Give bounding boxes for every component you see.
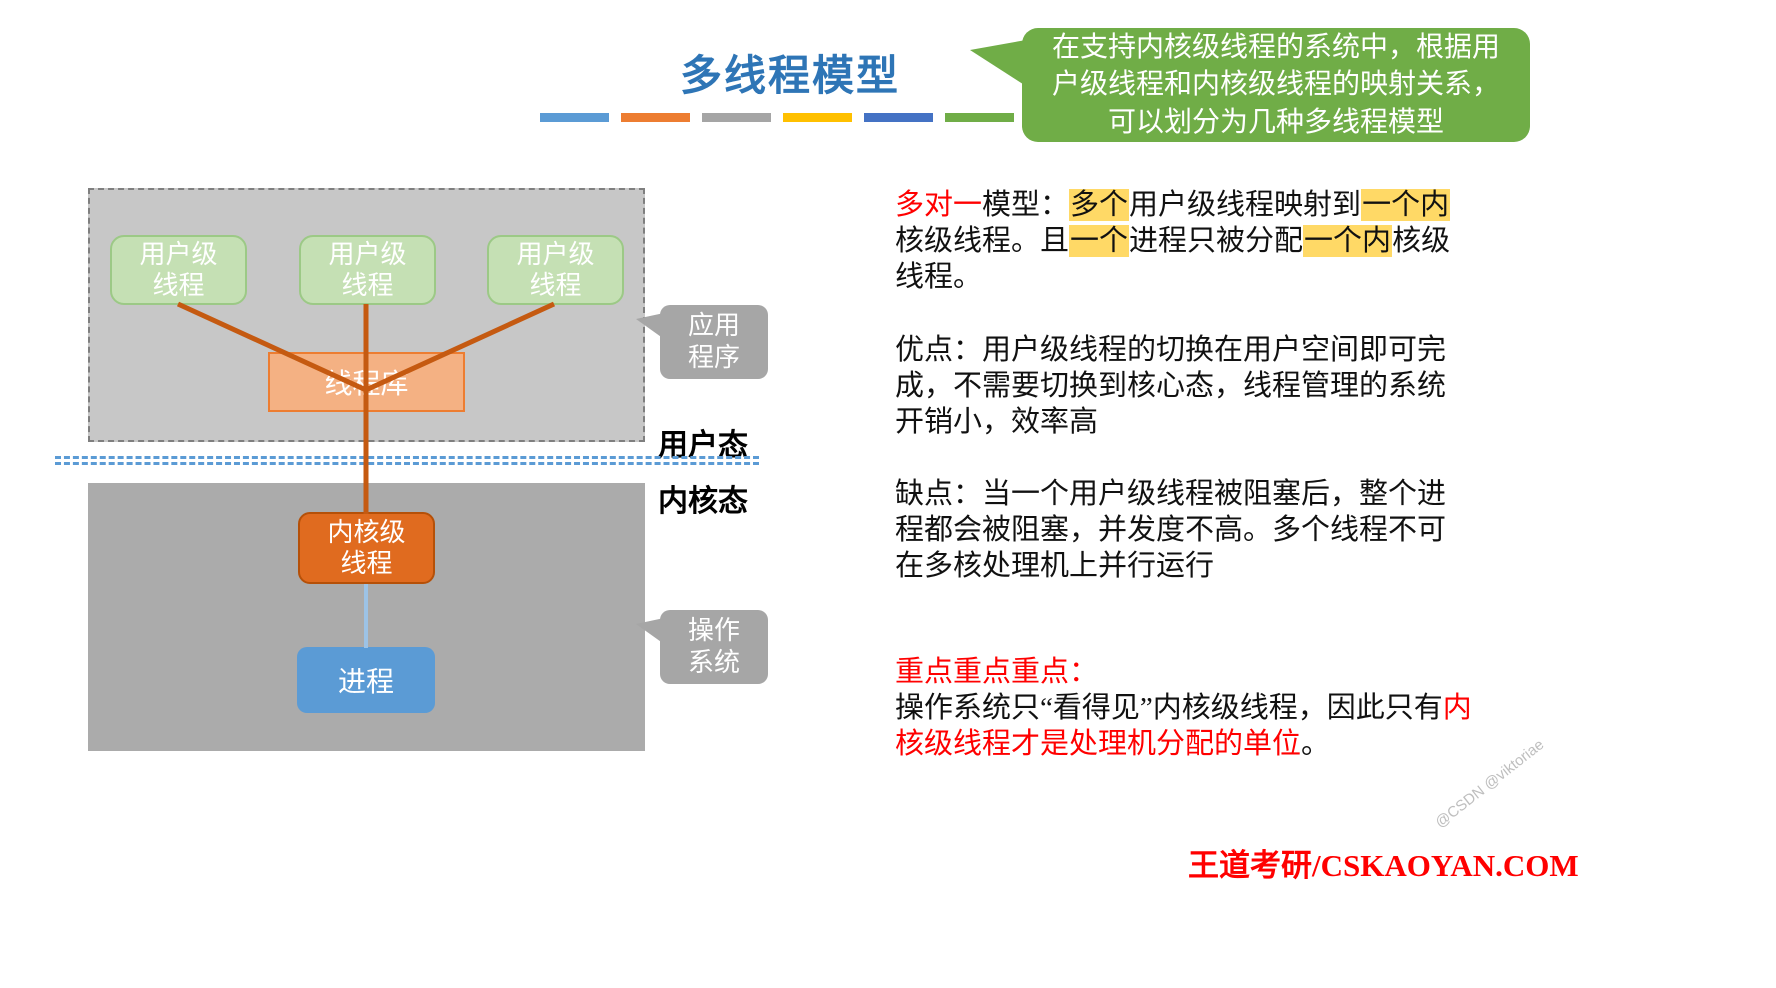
application-callout-text: 应用 程序 [687,310,740,373]
user-thread-label-2: 用户级 线程 [328,239,407,300]
palette-bar-navy [864,113,933,122]
para1-hl1: 多个 [1069,189,1130,221]
palette-bar-gray [702,113,771,122]
user-kernel-boundary [55,456,759,465]
para1-seg3: 用户级线程映射到 [1129,189,1362,221]
definition-callout-text: 在支持内核级线程的系统中，根据用户级线程和内核级线程的映射关系，可以划分为几种多… [1051,32,1500,138]
definition-callout: 在支持内核级线程的系统中，根据用户级线程和内核级线程的映射关系，可以划分为几种多… [970,28,1530,142]
para1-hl3: 一个 [1069,224,1130,257]
kernel-mode-label: 内核态 [658,485,748,518]
user-thread-label-3: 用户级 线程 [516,239,595,300]
process-label: 进程 [337,667,394,698]
key-point-heading: 重点重点重点： [895,656,1099,688]
page-title: 多线程模型 [679,52,900,99]
brand-logo: 王道考研/CSKAOYAN.COM [1188,848,1579,883]
para-disadvantage: 缺点：当一个用户级线程被阻塞后，整个进程都会被阻塞，并发度不高。多个线程不可在多… [895,478,1447,582]
user-thread-box-2: 用户级 线程 [299,235,436,305]
palette-bars [540,113,1014,122]
kernel-thread-box: 内核级 线程 [298,512,435,584]
para4-red: 内核级线程才是处理机分配的单位 [895,691,1472,760]
para1-seg1: 模型： [982,189,1070,221]
para1-seg7: 进程只被分配 [1129,224,1304,257]
para-many-to-one: 多对一模型：多个用户级线程映射到一个内核级线程。且一个进程只被分配一个内核级线程… [895,188,1473,296]
para-advantage: 优点：用户级线程的切换在用户空间即可完成，不需要切换到核心态，线程管理的系统开销… [895,334,1447,438]
user-thread-label-1: 用户级 线程 [139,239,218,300]
user-thread-box-1: 用户级 线程 [110,235,247,305]
para4-seg0: 操作系统只“看得见”内核级线程，因此只有 [895,691,1443,724]
para1-seg9: 核级线程。 [895,224,1451,293]
para1-seg5: 核级线程。且 [895,224,1070,257]
user-thread-box-3: 用户级 线程 [487,235,624,305]
process-box: 进程 [297,647,435,713]
thread-library-label: 线程库 [324,369,409,400]
os-callout-text: 操作 系统 [687,615,740,678]
os-callout: 操作 系统 [636,610,768,684]
para1-hl2: 一个内 [1361,189,1451,221]
palette-bar-gold [783,113,852,122]
para-key-point: 重点重点重点： 操作系统只“看得见”内核级线程，因此只有内核级线程才是处理机分配… [895,655,1473,763]
para1-term: 多对一 [895,189,983,221]
para4-seg2: 。 [1301,727,1331,760]
palette-bar-orange [621,113,690,122]
application-callout: 应用 程序 [636,305,768,379]
thread-library-box: 线程库 [268,352,465,412]
para1-hl4: 一个内 [1303,224,1393,257]
palette-bar-green [945,113,1014,122]
kernel-thread-label: 内核级 线程 [327,517,406,578]
palette-bar-blue [540,113,609,122]
